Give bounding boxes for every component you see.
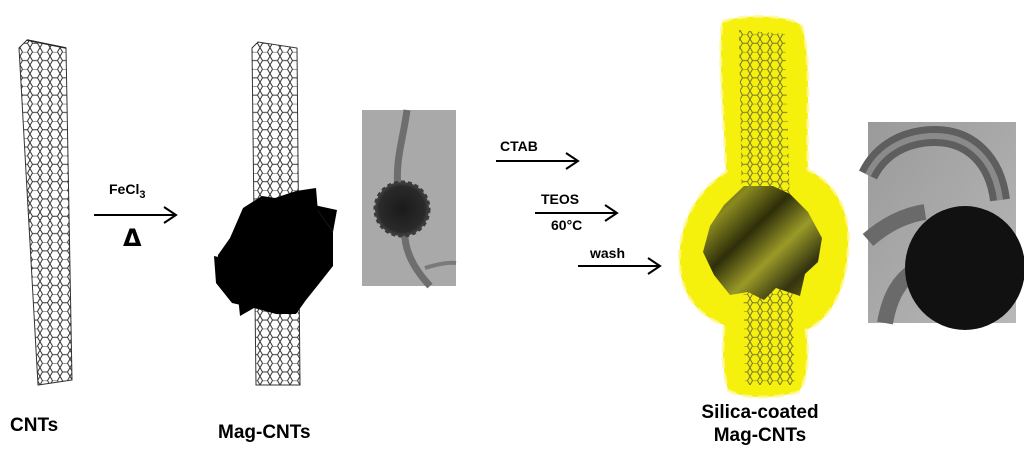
ctab-arrow <box>496 152 580 170</box>
cnt-label: CNTs <box>10 415 59 436</box>
step1-reagent: FeCl3 <box>109 181 146 201</box>
step1-arrow <box>94 206 178 224</box>
teos-label: TEOS <box>541 191 580 207</box>
coated-nanoparticle <box>703 186 822 300</box>
tem-image-1 <box>362 109 457 289</box>
step1-heat-symbol: Δ <box>123 224 142 252</box>
mag-cnt-label: Mag-CNTs <box>218 422 311 443</box>
wash-arrow <box>578 257 662 275</box>
magnetic-nanoparticle <box>214 188 337 316</box>
tem-image-2 <box>858 122 1024 330</box>
ctab-label: CTAB <box>500 138 538 154</box>
cnt-tube <box>18 39 73 386</box>
silica-label-line2: Mag-CNTs <box>713 425 807 446</box>
wash-label: wash <box>590 245 626 261</box>
teos-arrow <box>535 204 619 222</box>
temperature-label: 60°C <box>551 217 583 233</box>
silica-label-line1: Silica-coated <box>701 402 819 423</box>
